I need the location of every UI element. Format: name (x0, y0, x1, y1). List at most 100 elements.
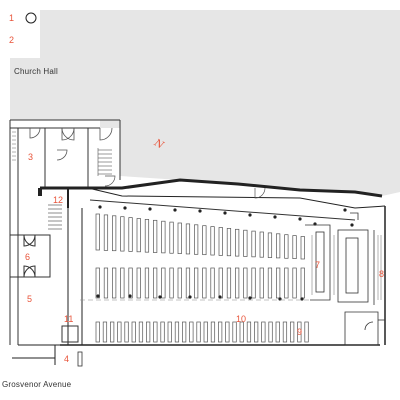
pew (103, 214, 109, 251)
pew (210, 226, 215, 256)
pew (185, 267, 191, 299)
pew (251, 230, 256, 258)
church-hall-label: Church Hall (14, 67, 58, 76)
pew (169, 267, 174, 299)
pew (300, 267, 305, 299)
pew (297, 321, 302, 343)
pew (261, 321, 266, 343)
pew (251, 267, 256, 299)
column (248, 296, 252, 300)
pew (153, 321, 158, 343)
door-swing-icon (104, 175, 116, 187)
pew (144, 219, 150, 253)
circle-icon (25, 12, 37, 24)
column (188, 295, 192, 299)
pew (153, 219, 158, 253)
pew (136, 267, 141, 299)
church-hall-area (10, 10, 400, 196)
pews-lower (95, 321, 309, 343)
pew (189, 321, 194, 343)
pew (284, 234, 289, 259)
pew (226, 267, 232, 299)
pew (226, 228, 232, 257)
column (198, 209, 202, 213)
pew (169, 221, 174, 254)
column (148, 207, 152, 211)
pew (284, 267, 289, 299)
pew (225, 321, 230, 343)
pew (259, 267, 264, 299)
pew (304, 321, 309, 343)
pew (246, 321, 252, 343)
pew (112, 267, 117, 299)
room-number-12: 12 (53, 195, 64, 205)
column (300, 297, 304, 301)
pews-upper (95, 213, 305, 299)
column (158, 295, 162, 299)
room-4-box (77, 351, 83, 367)
pew (160, 321, 165, 343)
column (218, 295, 222, 299)
pew (95, 267, 100, 299)
pew (194, 267, 199, 299)
pew (144, 267, 150, 299)
room-number-6: 6 (25, 252, 31, 262)
room-number-2: 2 (9, 35, 15, 45)
porch (9, 234, 51, 278)
pew (202, 267, 207, 299)
pew (210, 267, 215, 299)
pew (177, 222, 182, 254)
pew (182, 321, 187, 343)
pew (282, 321, 288, 343)
chancel (305, 212, 385, 346)
column (343, 208, 347, 212)
pew (120, 267, 125, 299)
corridor-walls (9, 119, 121, 345)
pew (112, 215, 117, 252)
pew (196, 321, 201, 343)
legend-area (0, 0, 40, 58)
pew (102, 321, 108, 343)
column (128, 294, 132, 298)
stair-icon (97, 148, 112, 176)
column (123, 206, 127, 210)
column (173, 208, 177, 212)
pew (300, 236, 305, 260)
room-number-9: 9 (297, 327, 303, 337)
pew (267, 267, 273, 299)
pew (275, 321, 280, 343)
column (350, 223, 354, 227)
pew (131, 321, 136, 343)
pew (290, 321, 295, 343)
pew (218, 267, 223, 299)
pew (292, 267, 297, 299)
pew (161, 220, 166, 254)
door-swing-icon (254, 187, 266, 199)
pew (194, 224, 199, 255)
room-11-box (61, 325, 79, 343)
room-number-5: 5 (27, 294, 33, 304)
chancel-steps (311, 235, 382, 300)
pew (185, 223, 191, 255)
column (223, 211, 227, 215)
door-swing-icon (29, 127, 113, 161)
pew (202, 225, 207, 256)
pew (167, 321, 172, 343)
room-number-7: 7 (315, 260, 321, 270)
pew (95, 213, 100, 251)
pew (235, 228, 240, 257)
pew (110, 321, 115, 343)
pew (117, 321, 122, 343)
nave-diagonal-wall (89, 199, 356, 221)
pew (161, 267, 166, 299)
pew (174, 321, 180, 343)
column (96, 294, 100, 298)
column (273, 215, 277, 219)
room-number-10: 10 (236, 314, 247, 324)
pew (177, 267, 182, 299)
pew (254, 321, 259, 343)
pew (235, 267, 240, 299)
pew (268, 321, 273, 343)
room-number-4: 4 (64, 354, 70, 364)
